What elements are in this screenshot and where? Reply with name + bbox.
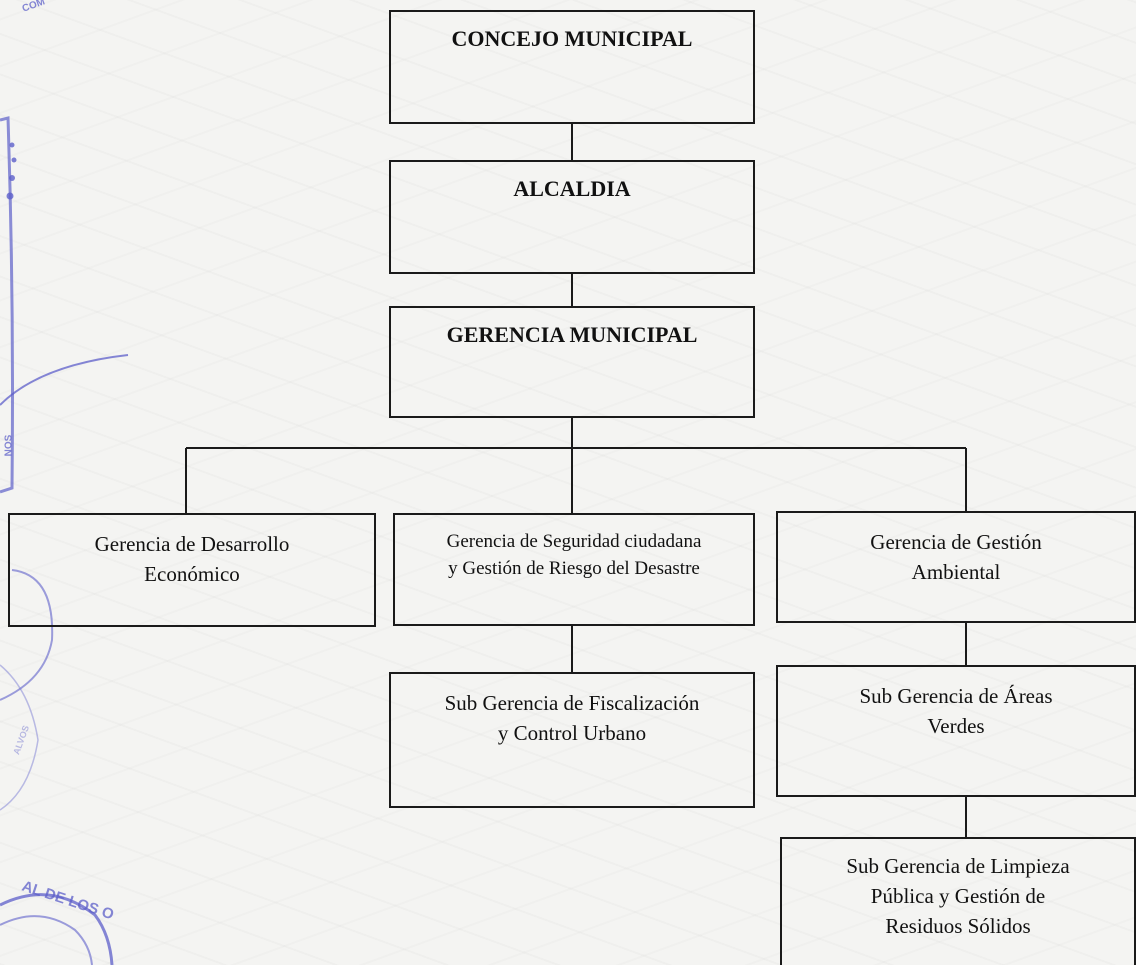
node-sub-gerencia-areas-verdes: Sub Gerencia de Áreas Verdes [776,665,1136,797]
node-label: Sub Gerencia de Limpieza Pública y Gesti… [846,854,1070,938]
node-label: Gerencia de Desarrollo Económico [94,532,290,586]
node-gerencia-desarrollo-economico: Gerencia de Desarrollo Económico [8,513,376,627]
node-label: Sub Gerencia de Fiscalización y Control … [444,691,700,745]
node-sub-gerencia-limpieza-publica: Sub Gerencia de Limpieza Pública y Gesti… [780,837,1136,965]
node-label: Gerencia de Seguridad ciudadana y Gestió… [446,531,702,579]
node-gerencia-gestion-ambiental: Gerencia de Gestión Ambiental [776,511,1136,623]
node-gerencia-seguridad-ciudadana: Gerencia de Seguridad ciudadana y Gestió… [393,513,755,626]
node-label: CONCEJO MUNICIPAL [451,26,693,51]
node-label: Sub Gerencia de Áreas Verdes [859,684,1053,738]
node-concejo-municipal: CONCEJO MUNICIPAL [389,10,755,124]
node-alcaldia: ALCALDIA [389,160,755,274]
node-label: Gerencia de Gestión Ambiental [870,530,1042,584]
node-label: GERENCIA MUNICIPAL [446,322,698,347]
node-label: ALCALDIA [513,176,631,201]
node-sub-gerencia-fiscalizacion: Sub Gerencia de Fiscalización y Control … [389,672,755,808]
node-gerencia-municipal: GERENCIA MUNICIPAL [389,306,755,418]
